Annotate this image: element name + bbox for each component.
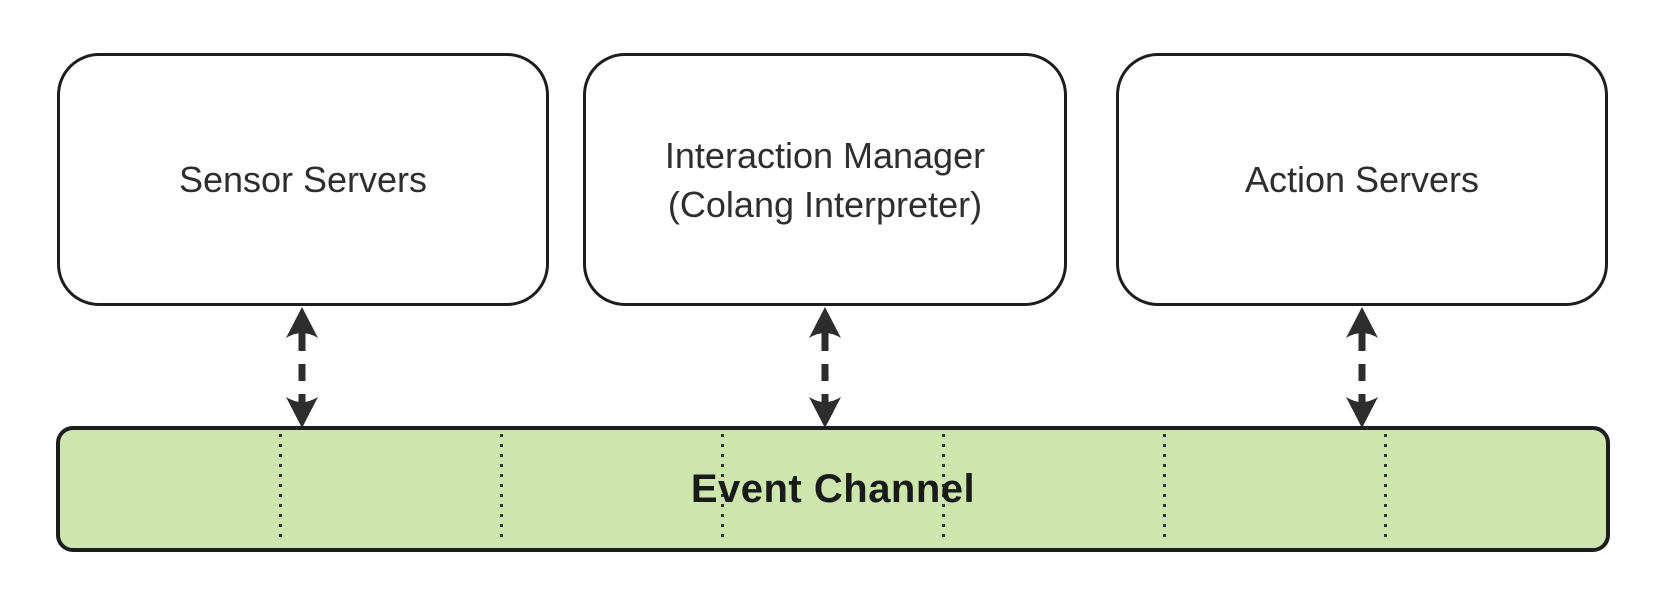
bus-separator xyxy=(279,434,283,544)
bidirectional-dashed-arrow-manager xyxy=(809,307,841,428)
event-channel-bus: Event Channel xyxy=(56,426,1610,552)
node-sensor-servers: Sensor Servers xyxy=(57,53,549,306)
node-sensor-servers-label: Sensor Servers xyxy=(178,159,428,200)
node-interaction-manager-label: Interaction Manager xyxy=(664,134,986,176)
node-interaction-manager: Interaction Manager (Colang Interpreter) xyxy=(583,53,1067,306)
event-channel-label: Event Channel xyxy=(690,466,976,511)
bidirectional-dashed-arrow-action xyxy=(1346,307,1378,428)
bus-separator xyxy=(721,434,725,544)
node-action-servers: Action Servers xyxy=(1116,53,1608,306)
bus-separator xyxy=(1383,434,1387,544)
node-action-servers-label: Action Servers xyxy=(1244,159,1480,200)
bus-separator xyxy=(500,434,504,544)
node-interaction-manager-sublabel: (Colang Interpreter) xyxy=(667,183,983,225)
bus-separator xyxy=(941,434,945,544)
bidirectional-dashed-arrow-sensor xyxy=(286,307,318,428)
bus-separator xyxy=(1162,434,1166,544)
